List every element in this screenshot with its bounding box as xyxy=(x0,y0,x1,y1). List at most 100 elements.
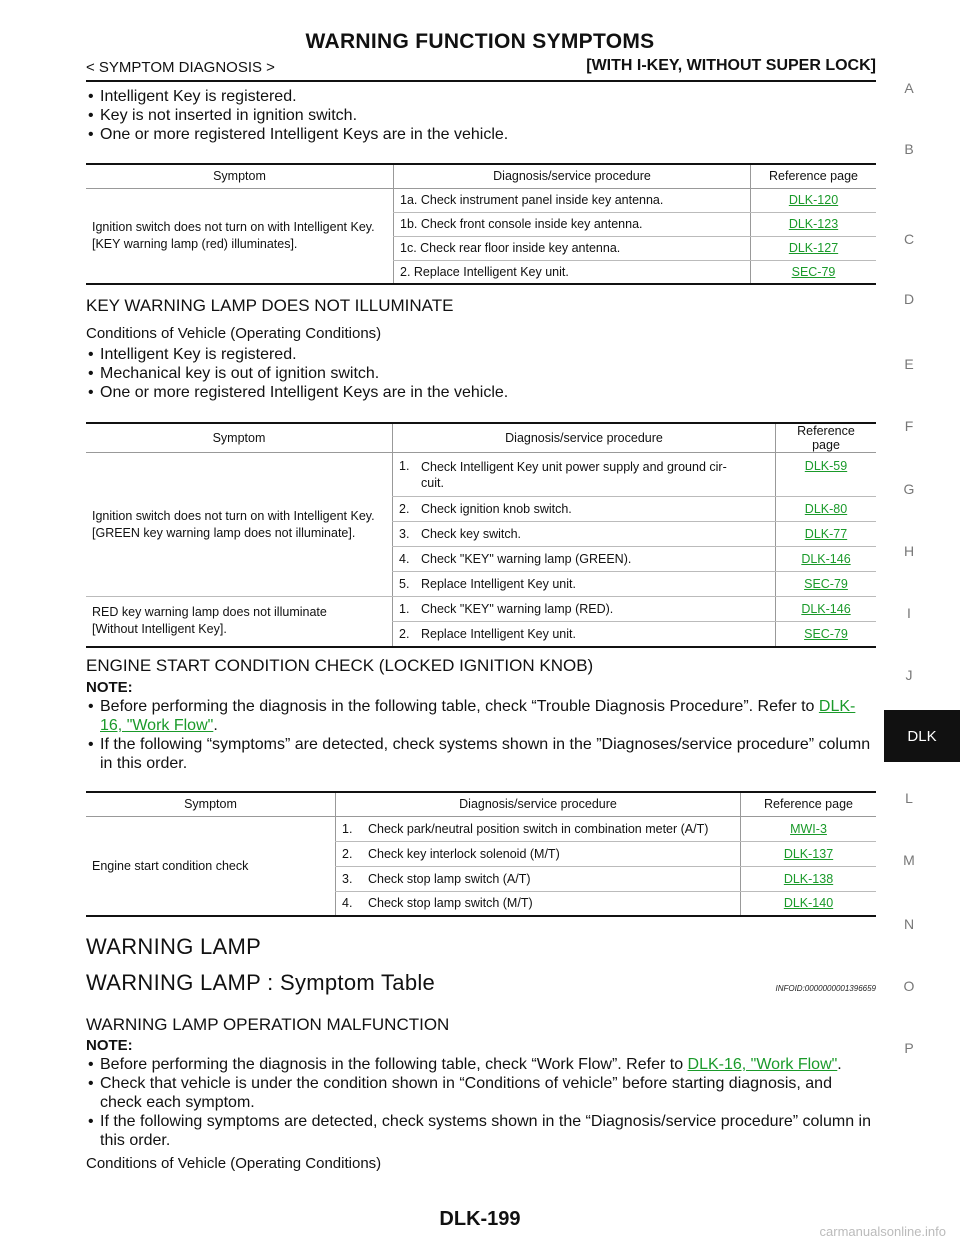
procedure-cell: 2. Replace Intelligent Key unit. xyxy=(393,260,751,285)
symptom-table-engine-start: Symptom Diagnosis/service procedure Refe… xyxy=(86,791,876,917)
column-header-procedure: Diagnosis/service procedure xyxy=(393,163,751,189)
procedure-cell: 1.Check park/neutral position switch in … xyxy=(335,816,741,842)
reference-cell: DLK-146 xyxy=(775,596,876,622)
page-title: WARNING FUNCTION SYMPTOMS xyxy=(305,30,655,53)
malfunction-heading: WARNING LAMP OPERATION MALFUNCTION xyxy=(86,1015,450,1034)
list-item: If the following “symptoms” are detected… xyxy=(86,735,876,773)
procedure-cell: 2.Check key interlock solenoid (M/T) xyxy=(335,841,741,867)
reference-cell: DLK-77 xyxy=(775,521,876,547)
list-item: Before performing the diagnosis in the f… xyxy=(86,1055,876,1074)
side-index-f[interactable]: F xyxy=(904,418,914,434)
side-index-a[interactable]: A xyxy=(904,80,914,96)
procedure-cell: 2.Replace Intelligent Key unit. xyxy=(392,621,776,648)
reference-cell: MWI-3 xyxy=(740,816,876,842)
side-index-d[interactable]: D xyxy=(903,291,915,307)
reference-cell: DLK-140 xyxy=(740,891,876,917)
work-flow-link[interactable]: DLK-16, "Work Flow" xyxy=(687,1056,838,1073)
column-header-symptom: Symptom xyxy=(86,791,336,817)
symptom-table-key-lamp: Symptom Diagnosis/service procedure Refe… xyxy=(86,422,876,648)
list-item: Before performing the diagnosis in the f… xyxy=(86,697,876,735)
side-index-h[interactable]: H xyxy=(903,543,915,559)
list-item: If the following symptoms are detected, … xyxy=(86,1112,876,1150)
reference-link[interactable]: DLK-146 xyxy=(801,552,851,566)
reference-link[interactable]: DLK-127 xyxy=(788,241,839,255)
reference-link[interactable]: DLK-138 xyxy=(783,871,834,886)
warning-notes-list: Before performing the diagnosis in the f… xyxy=(86,1055,876,1150)
list-item: Check that vehicle is under the conditio… xyxy=(86,1074,876,1112)
reference-cell: DLK-80 xyxy=(775,496,876,522)
column-header-symptom: Symptom xyxy=(86,422,393,453)
list-item: One or more registered Intelligent Keys … xyxy=(86,383,876,402)
column-header-procedure: Diagnosis/service procedure xyxy=(335,791,741,817)
symptom-cell: Ignition switch does not turn on with In… xyxy=(86,188,394,285)
column-header-reference: Reference page xyxy=(750,163,876,189)
side-index-i[interactable]: I xyxy=(907,605,911,621)
reference-link[interactable]: DLK-59 xyxy=(804,459,848,473)
section-heading-key-lamp: KEY WARNING LAMP DOES NOT ILLUMINATE xyxy=(86,296,454,315)
procedure-cell: 1b. Check front console inside key anten… xyxy=(393,212,751,237)
reference-link[interactable]: DLK-120 xyxy=(788,193,839,207)
header-divider xyxy=(86,80,876,82)
list-item: Intelligent Key is registered. xyxy=(86,345,876,364)
reference-cell: DLK-123 xyxy=(750,212,876,237)
variant-label: [WITH I-KEY, WITHOUT SUPER LOCK] xyxy=(586,57,876,74)
watermark: carmanualsonline.info xyxy=(819,1224,946,1239)
side-index-n[interactable]: N xyxy=(903,916,915,932)
reference-cell: SEC-79 xyxy=(750,260,876,285)
procedure-cell: 3.Check stop lamp switch (A/T) xyxy=(335,866,741,892)
reference-cell: DLK-59 xyxy=(775,452,876,497)
reference-cell: SEC-79 xyxy=(775,621,876,648)
side-index-b[interactable]: B xyxy=(904,141,914,157)
symptom-cell: RED key warning lamp does not illuminate… xyxy=(86,596,393,648)
side-index-m[interactable]: M xyxy=(903,852,915,868)
side-index-c[interactable]: C xyxy=(903,231,915,247)
reference-cell: DLK-137 xyxy=(740,841,876,867)
side-index-l[interactable]: L xyxy=(905,790,913,806)
reference-link[interactable]: SEC-79 xyxy=(804,626,848,641)
symptom-cell: Engine start condition check xyxy=(86,816,336,917)
reference-link[interactable]: DLK-137 xyxy=(783,846,834,861)
info-id: INFOID:0000000001396659 xyxy=(775,984,876,993)
list-item: Intelligent Key is registered. xyxy=(86,87,876,106)
reference-link[interactable]: MWI-3 xyxy=(790,821,827,836)
reference-link[interactable]: DLK-77 xyxy=(804,527,848,541)
subsection-heading-symptom-table: WARNING LAMP : Symptom Table xyxy=(86,970,436,995)
reference-link[interactable]: DLK-140 xyxy=(783,896,834,911)
side-index-p[interactable]: P xyxy=(904,1040,914,1056)
engine-notes-list: Before performing the diagnosis in the f… xyxy=(86,697,876,773)
side-index-e[interactable]: E xyxy=(904,356,914,372)
procedure-cell: 1c. Check rear floor inside key antenna. xyxy=(393,236,751,261)
reference-link[interactable]: DLK-146 xyxy=(801,602,851,616)
side-index-j[interactable]: J xyxy=(905,667,913,683)
conditions-heading: Conditions of Vehicle (Operating Conditi… xyxy=(86,1155,382,1172)
note-label: NOTE: xyxy=(86,1037,133,1054)
procedure-cell: 4.Check stop lamp switch (M/T) xyxy=(335,891,741,917)
reference-link[interactable]: DLK-80 xyxy=(804,502,848,516)
procedure-cell: 5.Replace Intelligent Key unit. xyxy=(392,571,776,597)
reference-link[interactable]: SEC-79 xyxy=(791,264,836,279)
procedure-cell: 3.Check key switch. xyxy=(392,521,776,547)
page-number: DLK-199 xyxy=(439,1208,521,1230)
work-flow-link[interactable]: DLK-16, "Work Flow" xyxy=(100,698,856,734)
conditions-heading: Conditions of Vehicle (Operating Conditi… xyxy=(86,325,382,342)
intro-conditions-list: Intelligent Key is registered. Key is no… xyxy=(86,87,876,144)
section-heading-engine-start: ENGINE START CONDITION CHECK (LOCKED IGN… xyxy=(86,656,594,675)
breadcrumb: < SYMPTOM DIAGNOSIS > xyxy=(86,59,275,76)
symptom-cell: Ignition switch does not turn on with In… xyxy=(86,452,393,597)
procedure-cell: 2.Check ignition knob switch. xyxy=(392,496,776,522)
reference-cell: SEC-79 xyxy=(775,571,876,597)
reference-link[interactable]: DLK-123 xyxy=(788,217,839,231)
list-item: Key is not inserted in ignition switch. xyxy=(86,106,876,125)
column-header-reference: Reference page xyxy=(740,791,876,817)
reference-link[interactable]: SEC-79 xyxy=(804,577,848,591)
column-header-symptom: Symptom xyxy=(86,163,394,189)
procedure-cell: 1.Check "KEY" warning lamp (RED). xyxy=(392,596,776,622)
reference-cell: DLK-127 xyxy=(750,236,876,261)
section-heading-warning-lamp: WARNING LAMP xyxy=(86,934,262,959)
side-index-dlk-active[interactable]: DLK xyxy=(884,710,960,762)
procedure-cell: 1.Check Intelligent Key unit power suppl… xyxy=(392,452,776,497)
key-lamp-conditions-list: Intelligent Key is registered. Mechanica… xyxy=(86,345,876,402)
symptom-table-key-red: Symptom Diagnosis/service procedure Refe… xyxy=(86,163,876,285)
side-index-o[interactable]: O xyxy=(903,978,915,994)
side-index-g[interactable]: G xyxy=(903,481,915,497)
